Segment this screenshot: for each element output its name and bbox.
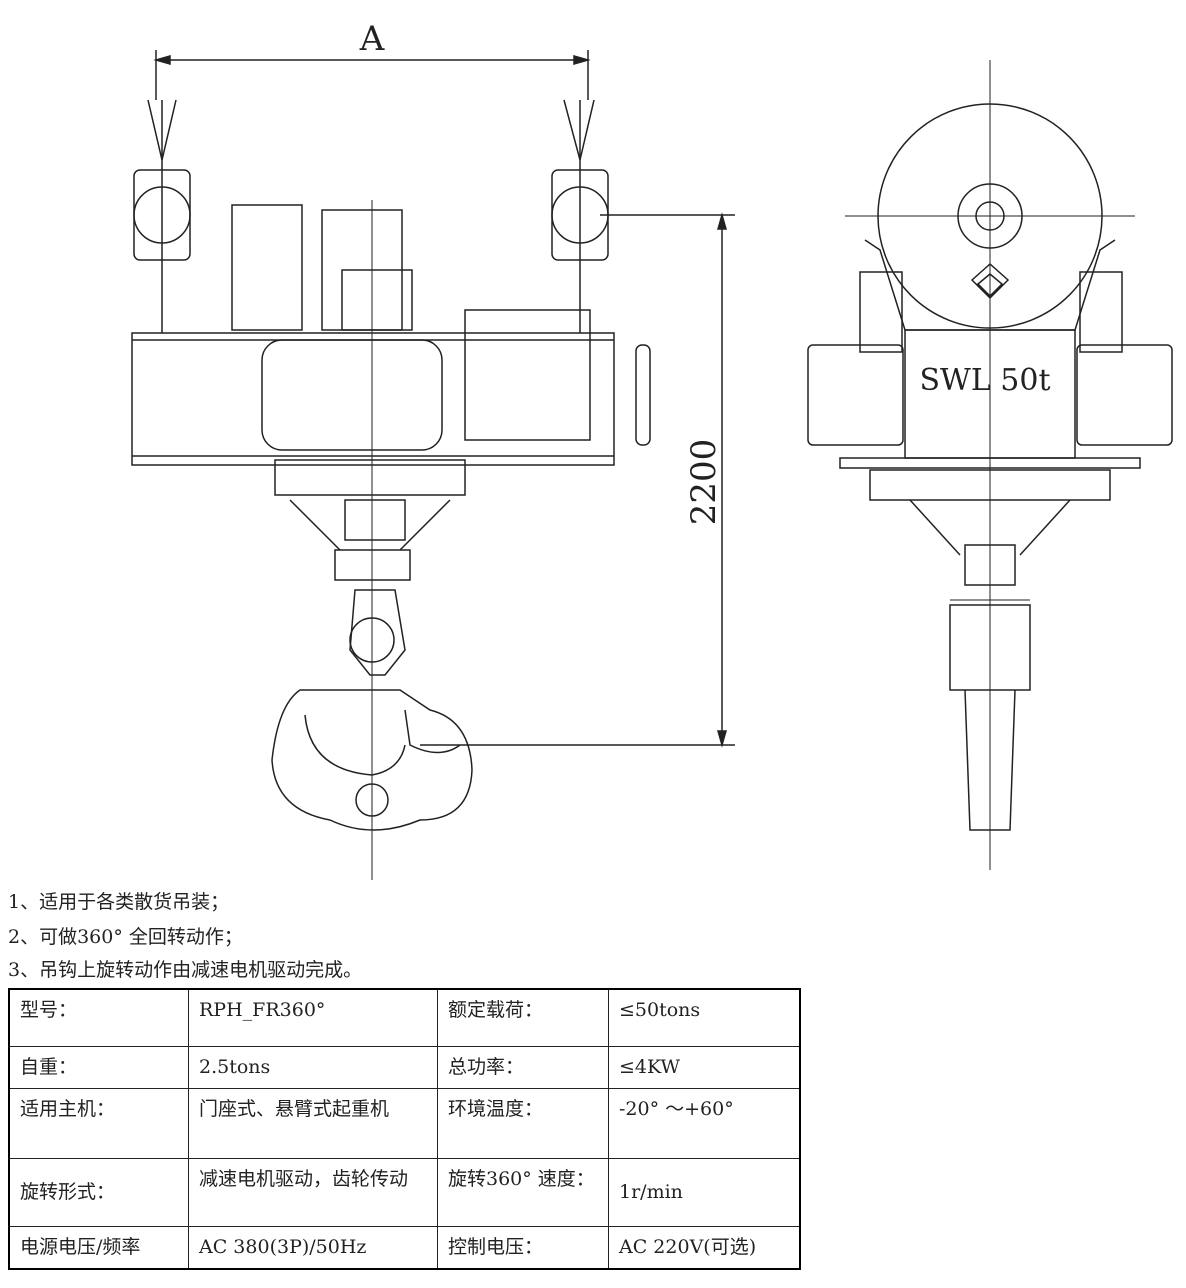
technical-drawing: A 2200 xyxy=(131,19,1173,880)
spec-label: 适用主机： xyxy=(8,1087,189,1159)
dimension-height: 2200 xyxy=(420,212,735,748)
front-view xyxy=(131,99,651,880)
note-2: 2、可做360° 全回转动作； xyxy=(8,926,243,948)
spec-value: -20° ～+60° xyxy=(608,1087,801,1159)
spec-value: ≤50tons xyxy=(608,988,801,1047)
table-row: 自重： 2.5tons 总功率： ≤4KW xyxy=(8,1045,801,1089)
spec-value: AC 220V(可选) xyxy=(608,1225,801,1269)
spec-label: 总功率： xyxy=(437,1045,609,1089)
spec-label: 控制电压： xyxy=(437,1225,609,1269)
spec-label: 自重： xyxy=(8,1045,189,1089)
dimension-height-label: 2200 xyxy=(684,439,724,526)
spec-value: AC 380(3P)/50Hz xyxy=(188,1225,438,1269)
spec-value: 减速电机驱动，齿轮传动 xyxy=(188,1157,438,1227)
spec-value: 门座式、悬臂式起重机 xyxy=(188,1087,438,1159)
swl-label: SWL 50t xyxy=(919,363,1050,398)
spec-value: 2.5tons xyxy=(188,1045,438,1089)
dimension-a-label: A xyxy=(359,19,385,59)
table-row: 旋转形式： 减速电机驱动，齿轮传动 旋转360° 速度： 1r/min xyxy=(8,1157,801,1227)
table-row: 型号： RPH_FR360° 额定载荷： ≤50tons xyxy=(8,988,801,1047)
note-3: 3、吊钩上旋转动作由减速电机驱动完成。 xyxy=(8,959,363,981)
spec-label: 旋转360° 速度： xyxy=(437,1157,609,1227)
spec-label: 电源电压/频率 xyxy=(8,1225,189,1269)
spec-label: 型号： xyxy=(8,988,189,1047)
side-view: SWL 50t xyxy=(807,60,1173,870)
table-row: 电源电压/频率 AC 380(3P)/50Hz 控制电压： AC 220V(可选… xyxy=(8,1225,801,1269)
spec-value: 1r/min xyxy=(608,1157,801,1227)
spec-table: 型号： RPH_FR360° 额定载荷： ≤50tons 自重： 2.5tons… xyxy=(8,988,801,1270)
spec-label: 额定载荷： xyxy=(437,988,609,1047)
spec-label: 环境温度： xyxy=(437,1087,609,1159)
spec-value: ≤4KW xyxy=(608,1045,801,1089)
dimension-a: A xyxy=(153,19,591,100)
brand-logo xyxy=(970,262,1010,300)
spec-label: 旋转形式： xyxy=(8,1157,189,1227)
table-row: 适用主机： 门座式、悬臂式起重机 环境温度： -20° ～+60° xyxy=(8,1087,801,1159)
note-1: 1、适用于各类散货吊装； xyxy=(8,891,230,913)
spec-value: RPH_FR360° xyxy=(188,988,438,1047)
